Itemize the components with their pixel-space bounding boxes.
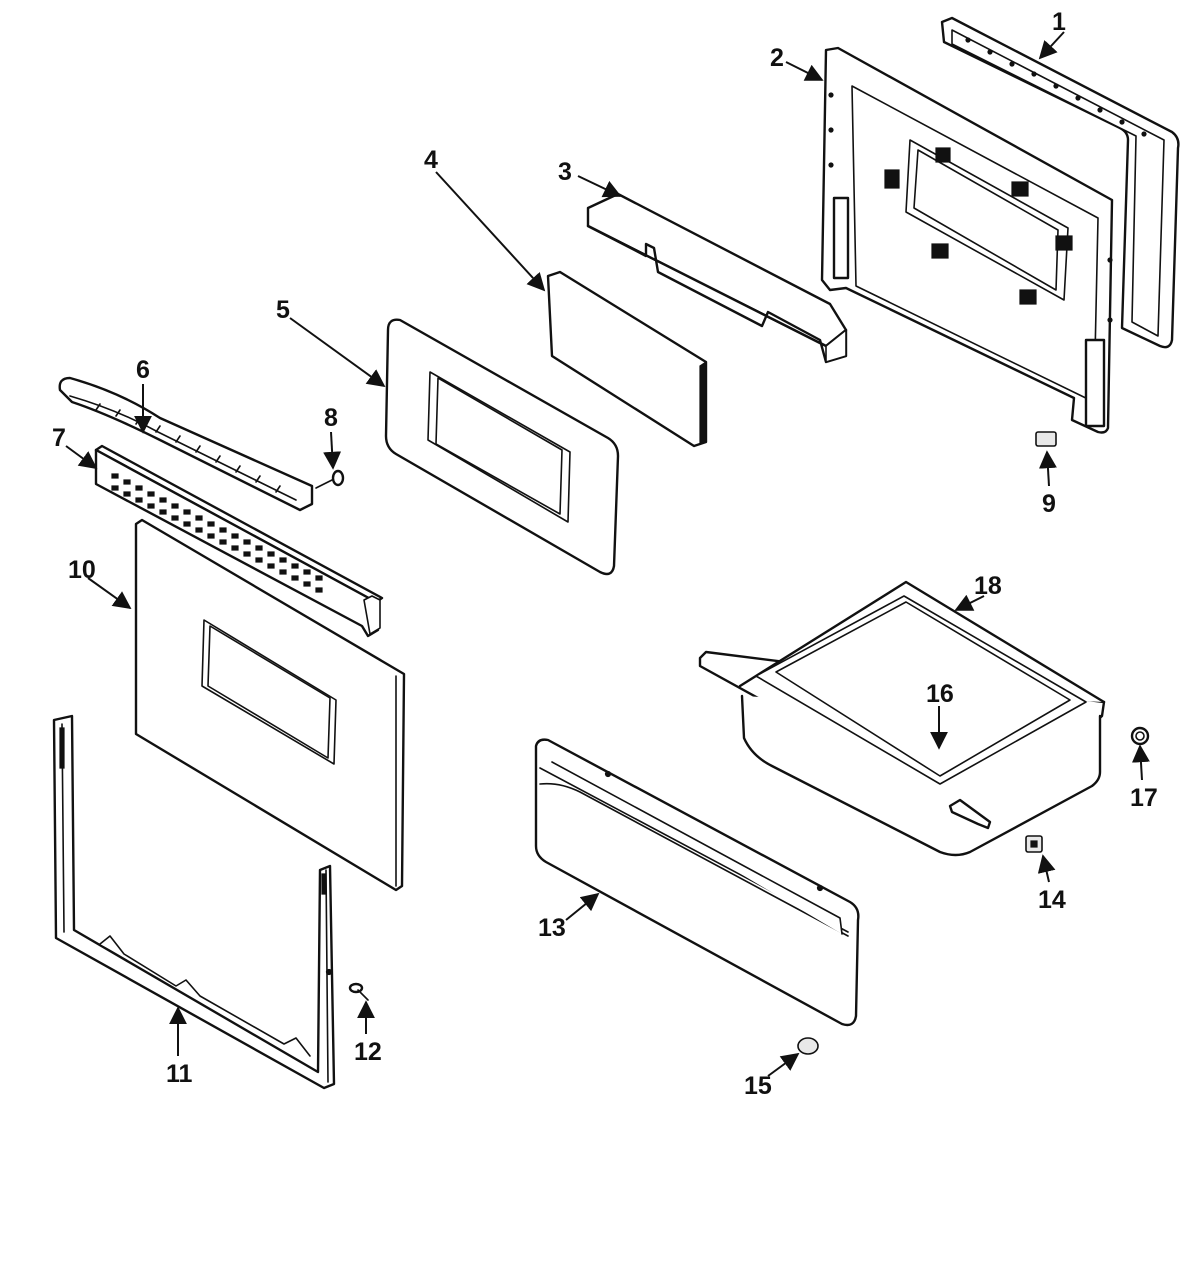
- part-label-18: 18: [974, 572, 1002, 600]
- part-2-inner-door-panel: [820, 46, 1114, 434]
- part-label-1: 1: [1052, 8, 1066, 36]
- part-label-14: 14: [1038, 886, 1066, 914]
- part-label-3: 3: [558, 158, 572, 186]
- part-label-17: 17: [1130, 784, 1158, 812]
- part-8-screw: [315, 469, 345, 489]
- part-label-11: 11: [166, 1060, 193, 1088]
- part-labels: 1 2 3 4 5 6 7 8 9 10 11 12 13 14 15 16 1…: [52, 8, 1158, 1100]
- leader-13: [565, 892, 600, 921]
- part-label-5: 5: [276, 296, 290, 324]
- part-label-2: 2: [770, 44, 784, 72]
- part-7-vent-trim: [94, 444, 384, 638]
- part-label-15: 15: [744, 1072, 772, 1100]
- leader-9: [1038, 450, 1057, 487]
- leader-lines: [65, 31, 1150, 1077]
- part-label-8: 8: [324, 404, 338, 432]
- part-18-drawer-body: [698, 580, 1106, 857]
- part-label-7: 7: [52, 424, 66, 452]
- leader-1: [1038, 31, 1065, 60]
- part-4-window-glass: [546, 270, 708, 448]
- leader-8: [323, 431, 342, 470]
- part-label-4: 4: [424, 146, 438, 174]
- part-label-10: 10: [68, 556, 96, 584]
- part-15-foot: [797, 1037, 819, 1055]
- part-label-12: 12: [354, 1038, 382, 1066]
- leader-10: [87, 577, 132, 610]
- leader-2: [785, 61, 824, 81]
- leader-5: [289, 317, 386, 388]
- leader-7: [65, 445, 98, 470]
- leader-3: [577, 175, 622, 198]
- part-9-clip: [1035, 431, 1057, 447]
- part-label-13: 13: [538, 914, 566, 942]
- leader-14: [1037, 854, 1056, 883]
- leader-4: [435, 171, 546, 292]
- leader-15: [767, 1052, 800, 1077]
- part-17-knob: [1130, 726, 1150, 746]
- part-14-clip: [1025, 835, 1043, 853]
- part-label-9: 9: [1042, 490, 1056, 518]
- part-5-door-window-frame: [384, 318, 620, 576]
- part-label-16: 16: [926, 680, 954, 708]
- leader-18: [954, 594, 985, 611]
- part-10-outer-door-panel: [134, 518, 406, 892]
- part-12-screw: [348, 982, 369, 1001]
- part-1-door-gasket: [940, 16, 1180, 349]
- part-label-6: 6: [136, 356, 150, 384]
- part-6-door-handle: [58, 376, 314, 512]
- leader-17: [1131, 744, 1150, 781]
- part-13-drawer-front: [534, 738, 860, 1027]
- part-11-door-frame: [52, 714, 336, 1090]
